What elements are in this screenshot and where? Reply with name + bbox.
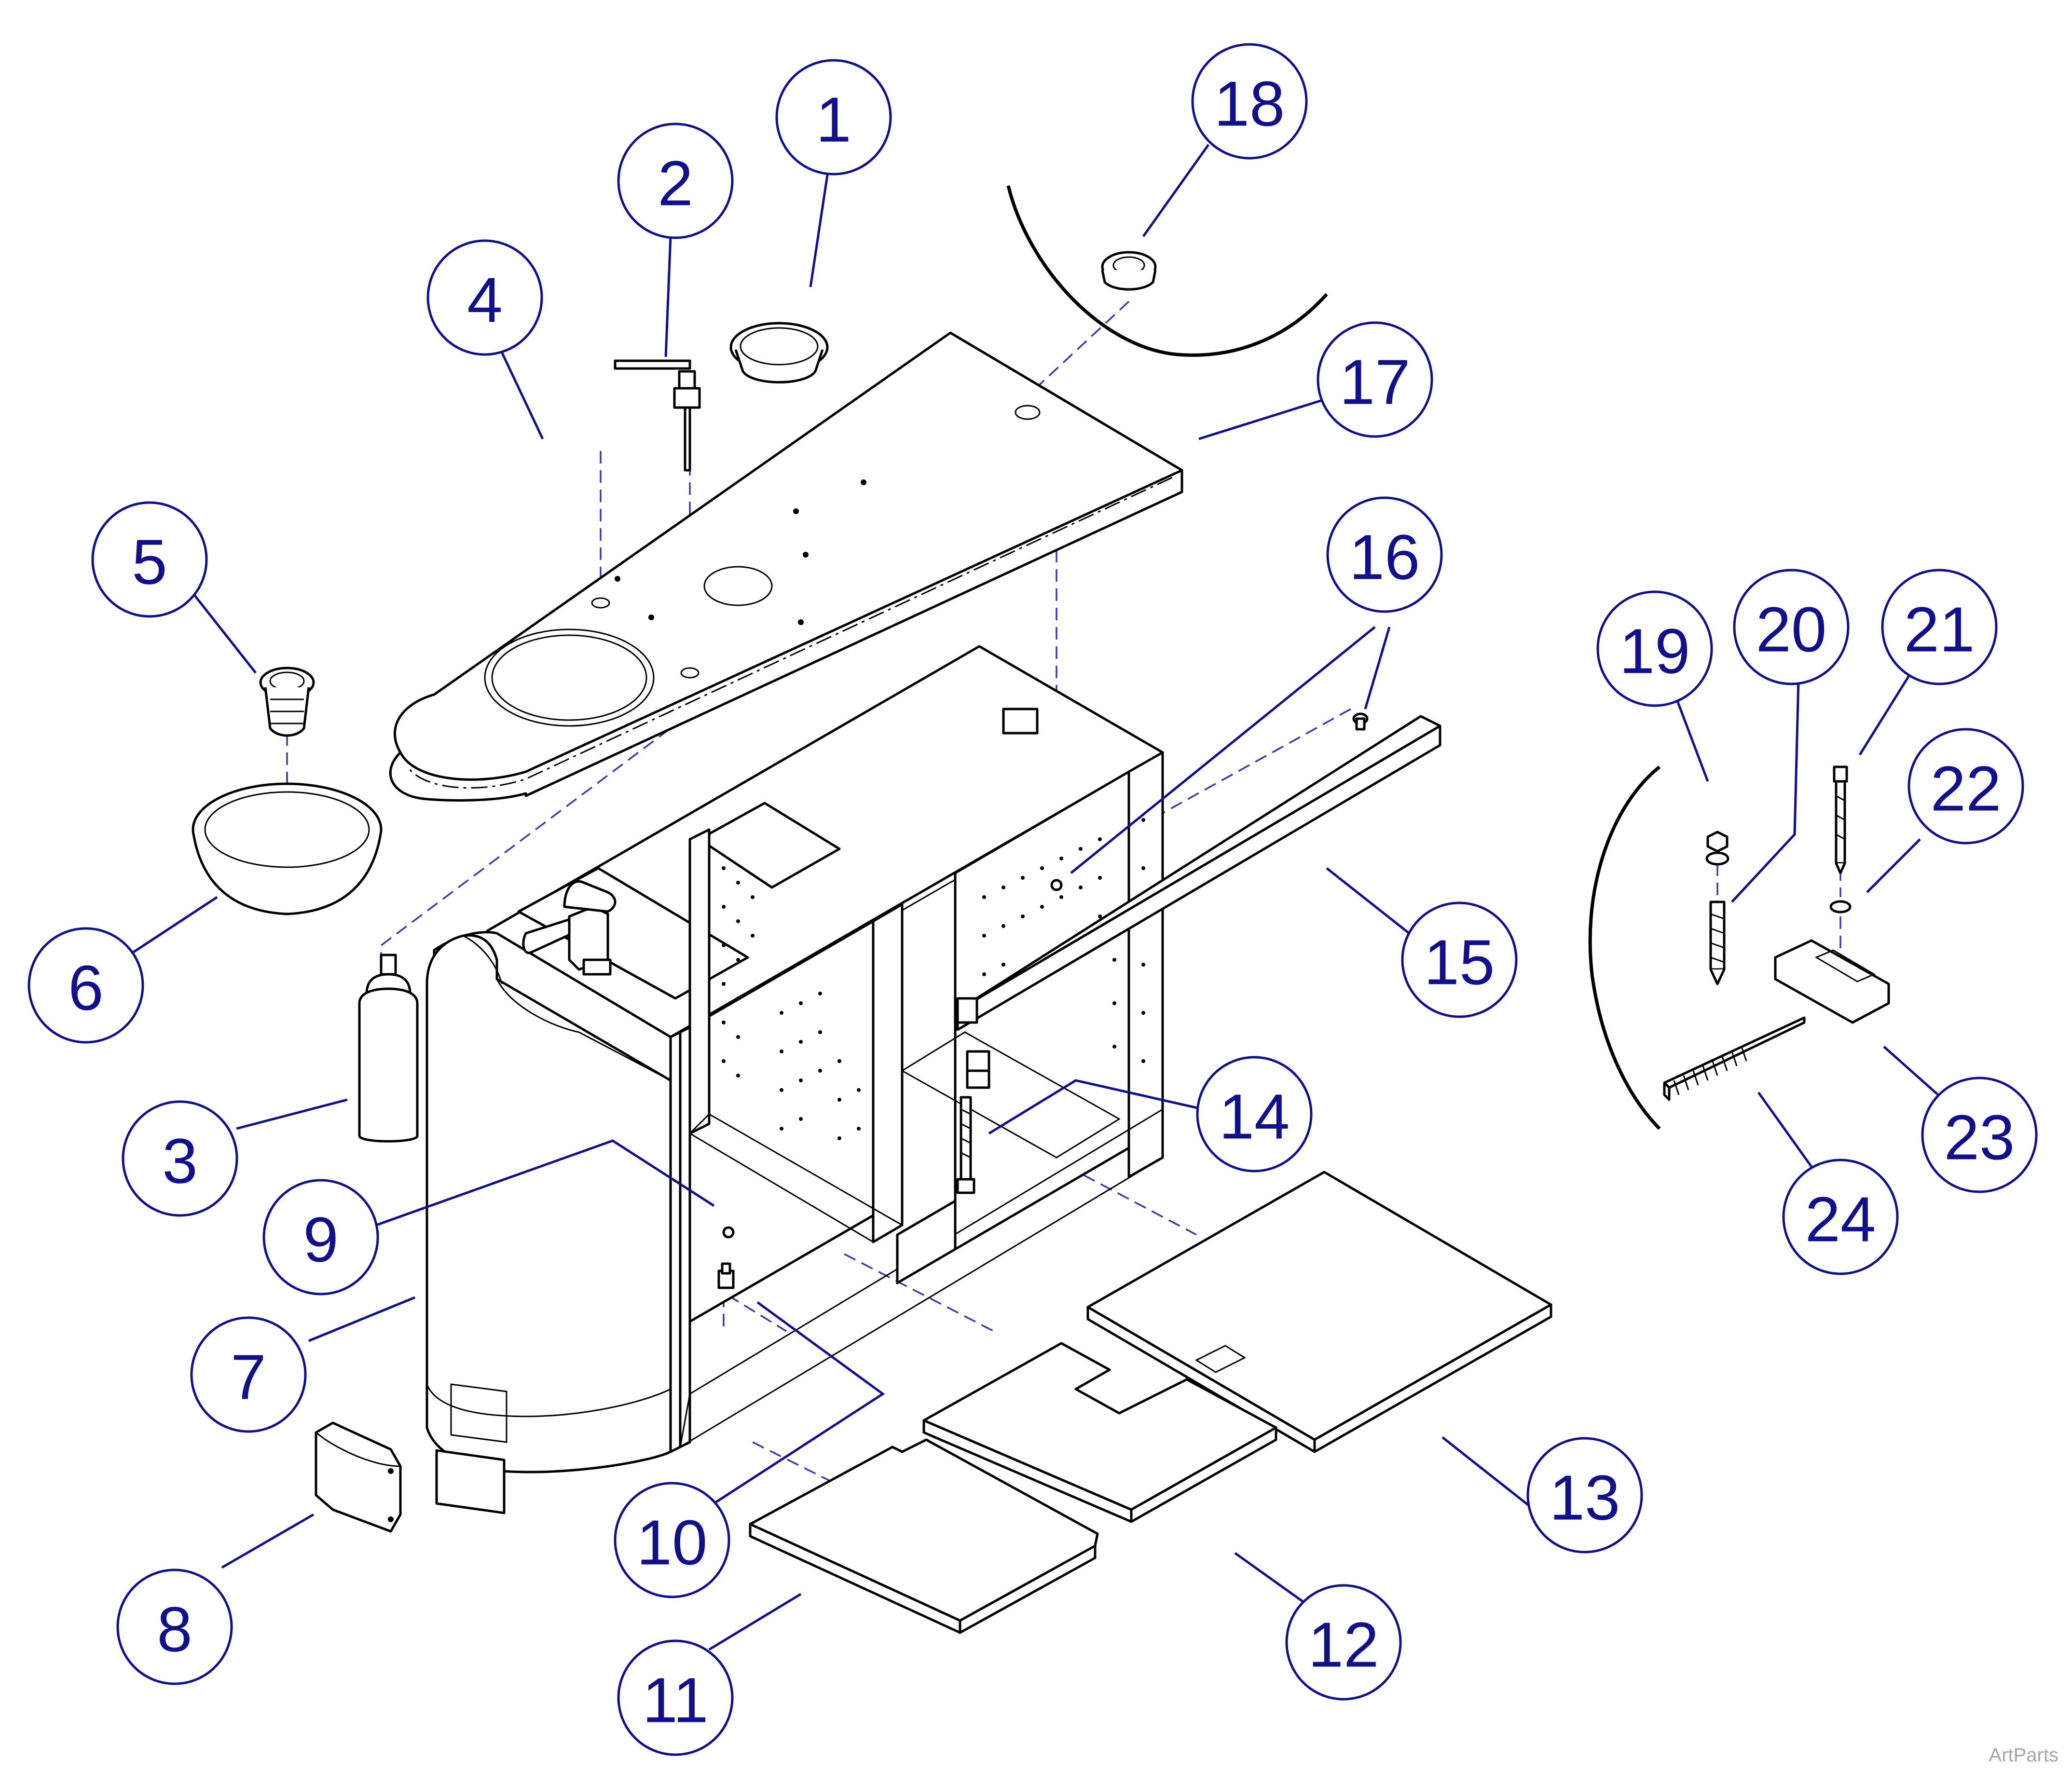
callout-label: 16 xyxy=(1349,522,1420,593)
callout-11[interactable]: 11 xyxy=(617,1639,734,1756)
watermark: ArtParts xyxy=(1989,1745,2058,1766)
bottom-panel-11 xyxy=(749,1438,1099,1634)
callout-label: 22 xyxy=(1931,753,2002,824)
screw xyxy=(1352,712,1369,731)
callout-label: 13 xyxy=(1550,1462,1620,1533)
callout-label: 7 xyxy=(231,1342,266,1413)
callout-label: 4 xyxy=(467,265,502,336)
callout-2[interactable]: 2 xyxy=(617,123,734,239)
faucet xyxy=(522,880,617,976)
callout-10[interactable]: 10 xyxy=(614,1482,730,1598)
callout-22[interactable]: 22 xyxy=(1907,728,2024,845)
bottom-panel-12 xyxy=(922,1342,1277,1523)
callout-23[interactable]: 23 xyxy=(1921,1077,2038,1193)
callout-label: 24 xyxy=(1805,1184,1876,1255)
callout-16[interactable]: 16 xyxy=(1326,496,1443,613)
callout-24[interactable]: 24 xyxy=(1782,1159,1899,1275)
callout-18[interactable]: 18 xyxy=(1191,43,1308,160)
perforation-pattern xyxy=(722,818,1145,1140)
callout-label: 3 xyxy=(162,1126,197,1197)
callout-3[interactable]: 3 xyxy=(122,1100,238,1217)
callout-8[interactable]: 8 xyxy=(116,1568,233,1685)
drain-strainer xyxy=(259,667,315,737)
callout-4[interactable]: 4 xyxy=(426,239,543,356)
callout-label: 9 xyxy=(303,1204,338,1275)
callout-21[interactable]: 21 xyxy=(1881,569,1998,685)
callout-label: 20 xyxy=(1756,594,1827,665)
rail xyxy=(956,715,1441,1089)
callout-label: 8 xyxy=(157,1594,192,1665)
small-fasteners xyxy=(717,879,1063,1289)
callout-label: 14 xyxy=(1219,1081,1290,1152)
callout-20[interactable]: 20 xyxy=(1733,569,1850,685)
callout-label: 23 xyxy=(1944,1102,2015,1173)
detail-arcs xyxy=(1006,185,1661,1130)
callout-label: 5 xyxy=(132,527,167,598)
callout-14[interactable]: 14 xyxy=(1196,1056,1313,1173)
callout-label: 11 xyxy=(642,1665,708,1736)
callout-13[interactable]: 13 xyxy=(1526,1437,1643,1554)
callout-label: 1 xyxy=(816,84,851,155)
callout-label: 15 xyxy=(1424,927,1495,998)
callout-7[interactable]: 7 xyxy=(190,1316,307,1433)
callout-label: 18 xyxy=(1214,68,1285,139)
callout-1[interactable]: 1 xyxy=(775,59,892,176)
callout-6[interactable]: 6 xyxy=(27,927,144,1044)
callout-label: 21 xyxy=(1904,594,1975,665)
grommet xyxy=(1101,251,1157,291)
soap-bottle xyxy=(358,954,419,1143)
callout-9[interactable]: 9 xyxy=(262,1179,379,1296)
cup-ring xyxy=(729,322,829,383)
callout-label: 19 xyxy=(1619,616,1690,687)
bottom-panel-13 xyxy=(1086,1171,1552,1453)
callout-17[interactable]: 17 xyxy=(1317,321,1433,438)
callout-label: 10 xyxy=(637,1507,708,1578)
callout-label: 12 xyxy=(1308,1609,1379,1680)
callout-label: 2 xyxy=(658,148,693,219)
bolt xyxy=(956,1096,975,1194)
end-cover xyxy=(315,1421,402,1533)
detail-view-hardware xyxy=(1663,765,1890,1101)
curved-front-panel xyxy=(425,931,672,1514)
sink-bowl xyxy=(192,782,383,915)
callout-5[interactable]: 5 xyxy=(91,501,208,618)
cabinet-frame xyxy=(486,645,1164,1453)
countertop xyxy=(389,331,1183,802)
shim-stripes xyxy=(1673,1046,1747,1095)
callout-15[interactable]: 15 xyxy=(1401,901,1518,1018)
callout-label: 17 xyxy=(1340,347,1411,418)
callout-12[interactable]: 12 xyxy=(1285,1584,1402,1701)
callout-label: 6 xyxy=(68,953,103,1023)
callout-19[interactable]: 19 xyxy=(1596,590,1713,707)
soap-pump xyxy=(614,359,701,472)
